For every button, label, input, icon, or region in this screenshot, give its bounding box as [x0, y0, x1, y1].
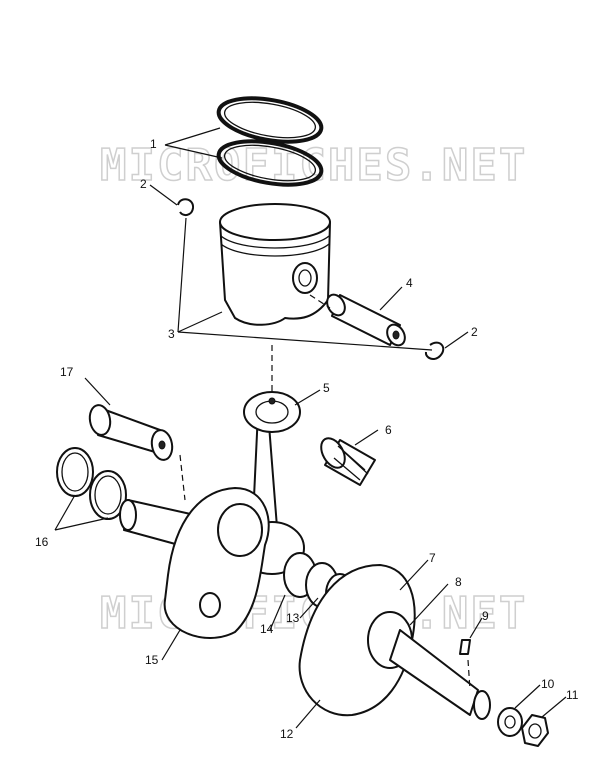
callout-1: 1 — [150, 137, 157, 151]
piston-rings — [216, 96, 324, 187]
circlip-left — [177, 198, 194, 217]
watermark-top: MICROFICHES.NET — [100, 140, 527, 191]
callout-11: 11 — [566, 688, 579, 702]
callout-12: 12 — [280, 727, 294, 741]
needle-bearing — [320, 437, 376, 486]
crank-half-right — [298, 564, 491, 720]
callout-6: 6 — [385, 423, 392, 437]
callout-14: 14 — [260, 622, 274, 636]
callout-17: 17 — [60, 365, 74, 379]
piston — [219, 203, 331, 326]
callout-7: 7 — [429, 551, 436, 565]
crank-half-left — [119, 487, 270, 639]
nut — [521, 714, 549, 747]
main-bearing — [88, 404, 174, 461]
seals — [56, 447, 127, 520]
callout-15: 15 — [145, 653, 159, 667]
callout-9: 9 — [482, 609, 489, 623]
callout-2-right: 2 — [471, 325, 478, 339]
callout-3: 3 — [168, 327, 175, 341]
woodruff-key — [459, 639, 471, 655]
circlip-right — [424, 341, 445, 360]
callout-13: 13 — [286, 611, 300, 625]
washer — [497, 707, 523, 737]
callout-10: 10 — [541, 677, 555, 691]
callout-5: 5 — [323, 381, 330, 395]
callout-8: 8 — [455, 575, 462, 589]
callout-16: 16 — [35, 535, 49, 549]
piston-pin — [326, 293, 406, 347]
callout-2-left: 2 — [140, 177, 147, 191]
callout-4: 4 — [406, 276, 413, 290]
